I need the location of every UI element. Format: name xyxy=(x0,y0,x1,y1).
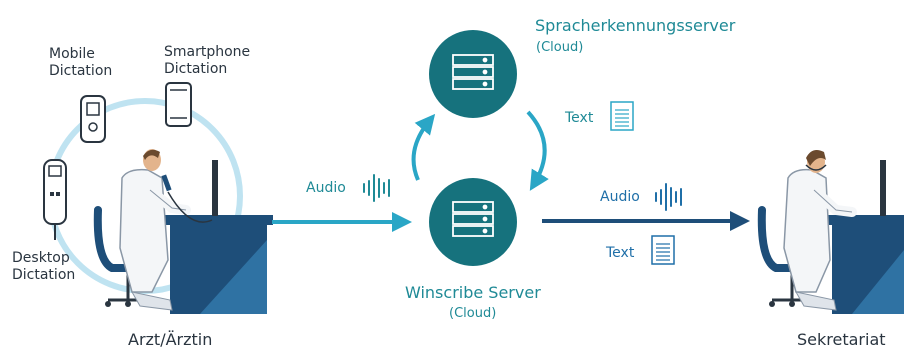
server-icon xyxy=(452,54,494,90)
secretary-illustration xyxy=(757,150,904,314)
desktop-dictation-icon xyxy=(43,159,67,240)
doctor-illustration xyxy=(93,149,273,314)
speech-server xyxy=(429,30,517,118)
desktop-dictation-label: Desktop Dictation xyxy=(12,250,76,283)
smartphone-dictation-label: Smartphone Dictation xyxy=(164,44,251,77)
audio-in-label: Audio xyxy=(306,180,346,196)
text-label-speech: Text xyxy=(565,110,594,126)
server-icon xyxy=(452,201,494,237)
audio-wave-icon xyxy=(363,174,390,202)
audio-wave-icon xyxy=(655,183,682,211)
mobile-dictation-icon xyxy=(80,95,106,143)
text-out-label: Text xyxy=(606,245,635,261)
arrow-to-speech-server xyxy=(411,113,436,181)
mobile-dictation-label: Mobile Dictation xyxy=(49,46,113,79)
document-icon xyxy=(610,101,634,131)
winscribe-server-title: Winscribe Server xyxy=(405,283,541,302)
speech-server-sub: (Cloud) xyxy=(536,40,584,55)
document-icon xyxy=(651,235,675,265)
doctor-label: Arzt/Ärztin xyxy=(128,330,213,349)
arrow-to-winscribe xyxy=(526,110,549,191)
secretary-label: Sekretariat xyxy=(797,330,886,349)
audio-out-label: Audio xyxy=(600,189,640,205)
smartphone-icon xyxy=(165,82,192,127)
speech-server-title: Spracherkennungsserver xyxy=(535,16,736,35)
winscribe-server xyxy=(429,178,517,266)
winscribe-server-sub: (Cloud) xyxy=(449,306,497,321)
